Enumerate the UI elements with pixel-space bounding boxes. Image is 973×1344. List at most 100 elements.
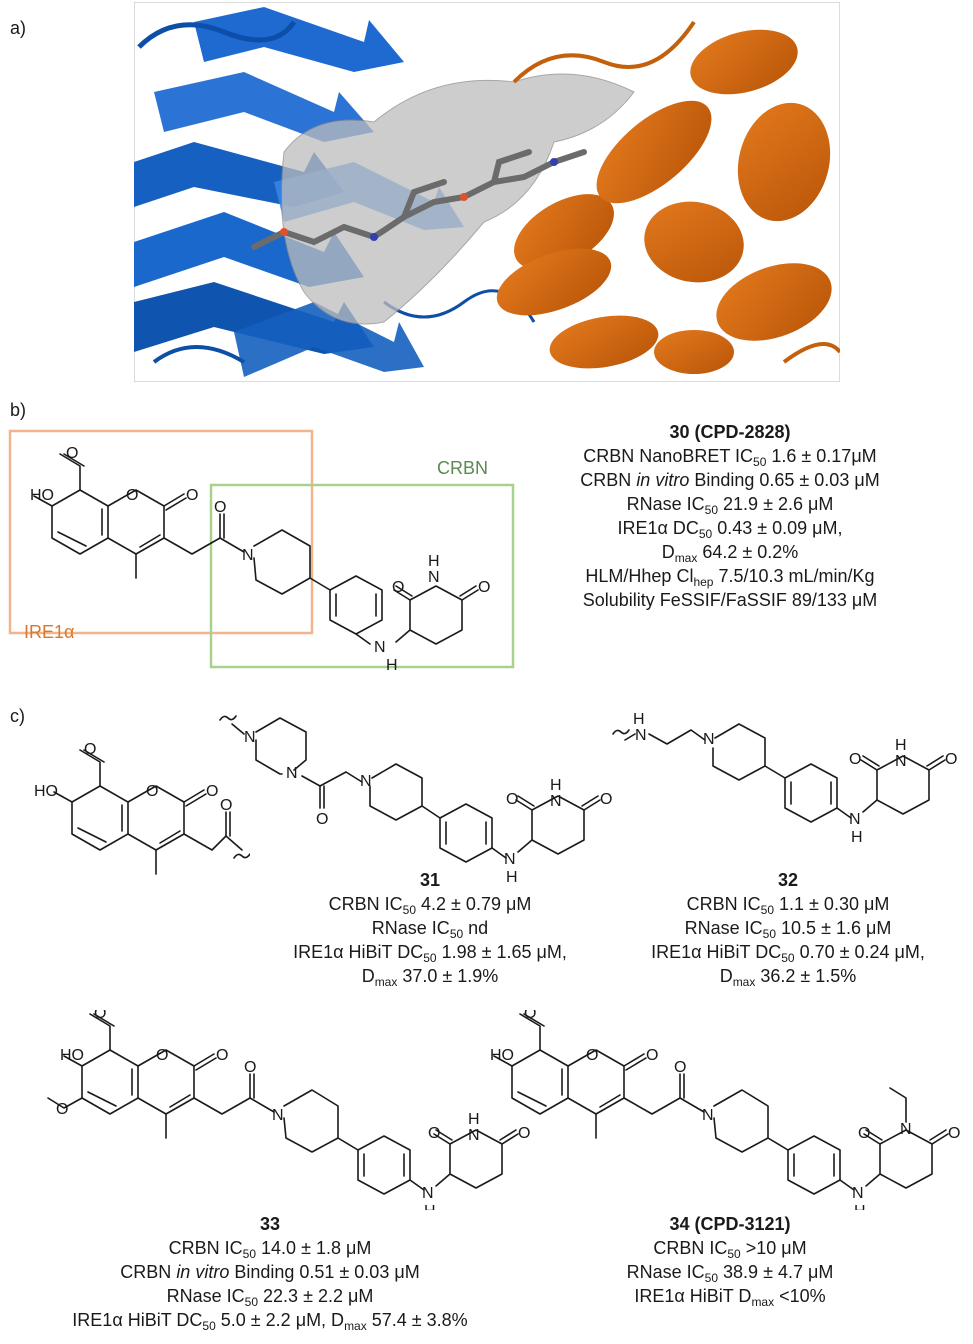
ire1a-region-box [8,429,314,635]
compound-31-data: 31 CRBN IC50 4.2 ± 0.79 μM RNase IC50 nd… [220,868,640,988]
c30-line3: RNase IC50 21.9 ± 2.6 μM [626,494,834,517]
svg-text:H: H [506,869,518,885]
svg-text:O: O [948,1125,960,1142]
c31-line3: IRE1α HiBiT DC50 1.98 ± 1.65 μM, [293,942,567,965]
svg-text:N: N [374,639,386,656]
compound-34-data: 34 (CPD-3121) CRBN IC50 >10 μM RNase IC5… [560,1212,900,1308]
c30-line7: Solubility FeSSIF/FaSSIF 89/133 μM [582,590,878,610]
svg-text:N: N [360,773,372,790]
svg-text:O: O [66,445,78,462]
svg-text:H: H [895,737,907,754]
svg-text:HO: HO [490,1047,514,1064]
svg-text:H: H [633,711,645,728]
svg-text:N: N [849,811,861,828]
compound-33-title: 33 [259,1214,281,1234]
compound-34-title: 34 (CPD-3121) [669,1214,791,1234]
compound-31-structure: N N O N N H O N H O [219,715,612,885]
c33-line4: IRE1α HiBiT DC50 5.0 ± 2.2 μM, Dmax 57.4… [72,1310,468,1333]
svg-text:O: O [945,751,957,768]
c31-line4: Dmax 37.0 ± 1.9% [361,966,499,989]
panel-c-label: c) [10,706,25,726]
svg-text:H: H [428,553,440,570]
c32-line1: CRBN IC50 1.1 ± 0.30 μM [686,894,890,917]
svg-text:HO: HO [60,1047,84,1064]
svg-text:O: O [146,783,158,800]
svg-text:N: N [550,793,562,810]
svg-text:N: N [895,753,907,770]
ire1a-protein-ribbon [496,20,840,374]
c33-line3: RNase IC50 22.3 ± 2.2 μM [166,1286,374,1309]
compound-33-data: 33 CRBN IC50 14.0 ± 1.8 μM CRBN in vitro… [30,1212,510,1332]
svg-text:O: O [506,791,518,808]
svg-text:H: H [468,1111,480,1128]
c31-line1: CRBN IC50 4.2 ± 0.79 μM [328,894,532,917]
svg-text:N: N [703,731,715,748]
svg-text:N: N [702,1107,714,1124]
svg-text:O: O [849,751,861,768]
c30-line2: CRBN in vitro Binding 0.65 ± 0.03 μM [580,470,880,490]
svg-text:O: O [214,499,226,516]
c30-line6: HLM/Hhep Clhep 7.5/10.3 mL/min/Kg [585,566,875,589]
compound-31-title: 31 [419,870,441,890]
compound-30-structure: O HO O O O N N H O N H O [8,429,515,670]
protein-structure-image [134,2,840,382]
svg-text:O: O [524,1010,536,1022]
svg-text:O: O [56,1101,68,1118]
svg-text:N: N [244,729,256,746]
svg-text:N: N [428,569,440,586]
c30-line5: Dmax 64.2 ± 0.2% [661,542,799,565]
svg-text:N: N [422,1185,434,1202]
compound-30-title: 30 (CPD-2828) [669,422,791,442]
c34-line3: IRE1α HiBiT Dmax <10% [634,1286,826,1309]
c30-line1: CRBN NanoBRET IC50 1.6 ± 0.17μM [583,446,877,469]
c32-line3: IRE1α HiBiT DC50 0.70 ± 0.24 μM, [651,942,925,965]
svg-text:O: O [206,783,218,800]
svg-text:O: O [428,1125,440,1142]
compound-34-structure: O HO O O O N N H O N O [490,1010,960,1210]
compound-32-title: 32 [777,870,799,890]
svg-text:O: O [600,791,612,808]
ire1a-box-label: IRE1α [24,622,75,642]
c33-line1: CRBN IC50 14.0 ± 1.8 μM [168,1238,372,1261]
c34-line2: RNase IC50 38.9 ± 4.7 μM [626,1262,834,1285]
c32-line2: RNase IC50 10.5 ± 1.6 μM [684,918,892,941]
svg-text:O: O [478,579,490,596]
svg-text:O: O [244,1059,256,1076]
svg-text:H: H [854,1203,866,1210]
c31-line2: RNase IC50 nd [371,918,489,941]
compound-30-data: 30 (CPD-2828) CRBN NanoBRET IC50 1.6 ± 0… [530,420,930,612]
svg-text:H: H [851,829,863,846]
svg-text:H: H [386,657,398,670]
c32-line4: Dmax 36.2 ± 1.5% [719,966,857,989]
svg-text:HO: HO [30,487,54,504]
c33-line2: CRBN in vitro Binding 0.51 ± 0.03 μM [120,1262,420,1282]
crbn-region-box [209,483,515,669]
svg-text:N: N [635,727,647,744]
svg-text:N: N [468,1127,480,1144]
svg-text:O: O [858,1125,870,1142]
c30-line4: IRE1α DC50 0.43 ± 0.09 μM, [617,518,843,541]
svg-text:H: H [424,1203,436,1210]
svg-text:O: O [156,1047,168,1064]
svg-text:O: O [586,1047,598,1064]
svg-text:O: O [646,1047,658,1064]
svg-text:N: N [242,547,254,564]
svg-text:N: N [900,1121,912,1138]
svg-text:O: O [674,1059,686,1076]
panel-a-label: a) [10,18,27,38]
compound-32-structure: H N N N H O N H O [612,711,957,846]
ligand-sticks [251,149,587,250]
coumarin-fragment-structure: O HO O O O [34,741,250,875]
svg-text:O: O [126,487,138,504]
svg-text:O: O [518,1125,530,1142]
svg-text:N: N [272,1107,284,1124]
panel-b-label: b) [10,400,27,420]
svg-text:N: N [852,1185,864,1202]
c34-line1: CRBN IC50 >10 μM [653,1238,807,1261]
compound-32-data: 32 CRBN IC50 1.1 ± 0.30 μM RNase IC50 10… [598,868,973,988]
svg-text:N: N [286,765,298,782]
svg-text:H: H [550,777,562,794]
svg-text:O: O [186,487,198,504]
svg-text:O: O [94,1010,106,1022]
svg-text:O: O [316,811,328,828]
